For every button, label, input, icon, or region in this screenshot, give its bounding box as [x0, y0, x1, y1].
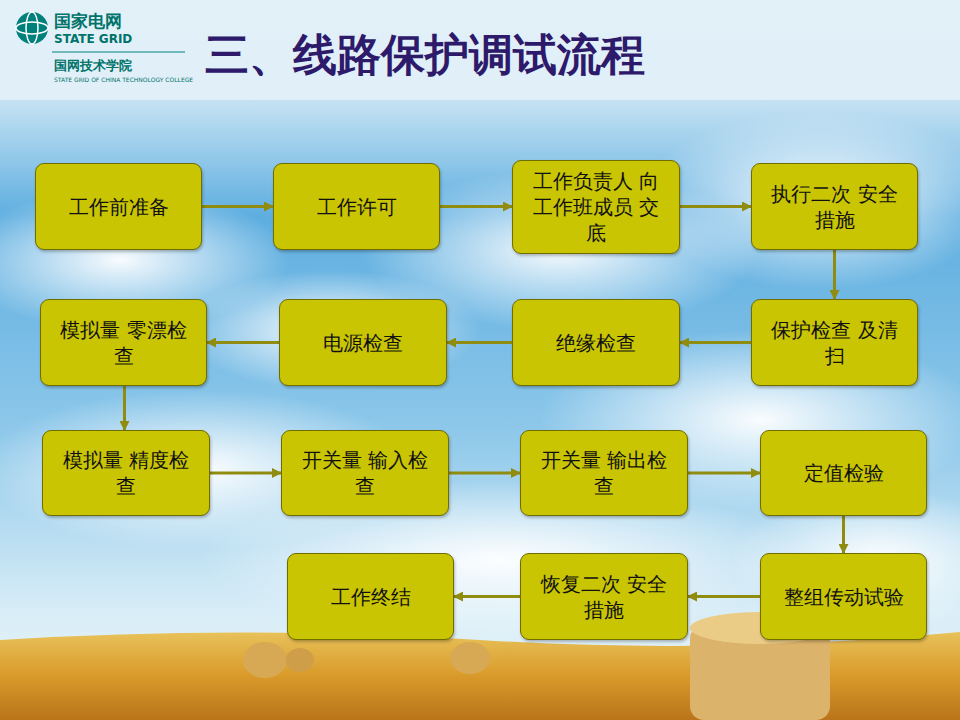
- process-box: 保护检查 及清扫: [751, 299, 918, 386]
- box-text: 执行二次 安全措施: [765, 181, 905, 233]
- box-text: 电源检查: [323, 330, 403, 356]
- process-box: 模拟量 零漂检查: [40, 299, 207, 386]
- box-text: 绝缘检查: [556, 330, 636, 356]
- flow-arrow: [207, 341, 279, 344]
- process-box-content: 开关量 输出检查: [534, 447, 674, 499]
- process-box-content: 定值检验: [804, 460, 884, 486]
- box-text: 定值检验: [804, 460, 884, 486]
- process-box: 工作负责人 向工作班成员 交底: [512, 160, 680, 254]
- process-box-content: 电源检查: [323, 330, 403, 356]
- process-box-content: 执行二次 安全措施: [765, 181, 905, 233]
- flow-arrow: [202, 205, 273, 208]
- process-box: 开关量 输出检查: [520, 430, 688, 516]
- process-box: 绝缘检查: [512, 299, 680, 386]
- flow-arrow: [680, 341, 751, 344]
- process-box-content: 保护检查 及清扫: [765, 317, 905, 369]
- flow-arrow: [449, 472, 520, 475]
- logo-name-en: STATE GRID: [54, 32, 132, 46]
- flow-arrow: [123, 386, 126, 430]
- box-text: 工作终结: [331, 584, 411, 610]
- flow-arrow: [440, 205, 512, 208]
- box-text: 工作许可: [317, 194, 397, 220]
- process-box: 模拟量 精度检查: [42, 430, 210, 516]
- process-box: 工作许可: [273, 163, 440, 250]
- process-box-content: 恢复二次 安全措施: [534, 571, 674, 623]
- slide-title: 三、线路保护调试流程: [205, 26, 645, 85]
- process-box-content: 模拟量 精度检查: [56, 447, 196, 499]
- process-box-content: 绝缘检查: [556, 330, 636, 356]
- box-text: 模拟量 精度检查: [56, 447, 196, 499]
- logo-name: 国家电网: [54, 10, 122, 33]
- process-box: 执行二次 安全措施: [751, 163, 918, 250]
- box-text: 开关量 输出检查: [534, 447, 674, 499]
- box-text: 开关量 输入检查: [295, 447, 435, 499]
- box-text: 保护检查 及清扫: [765, 317, 905, 369]
- process-box: 工作终结: [287, 553, 454, 640]
- flow-arrow: [447, 341, 512, 344]
- process-box-content: 模拟量 零漂检查: [54, 317, 194, 369]
- college-name: 国网技术学院: [54, 57, 132, 75]
- flow-arrow: [688, 472, 760, 475]
- box-text: 模拟量 零漂检查: [54, 317, 194, 369]
- process-box: 定值检验: [760, 430, 927, 516]
- flow-arrow: [454, 595, 520, 598]
- flow-arrow: [210, 472, 281, 475]
- process-box: 恢复二次 安全措施: [520, 553, 688, 640]
- box-text: 整组传动试验: [784, 584, 904, 610]
- flow-arrow: [680, 205, 751, 208]
- process-box: 电源检查: [279, 299, 447, 386]
- box-text: 恢复二次 安全措施: [534, 571, 674, 623]
- flow-arrow: [688, 595, 760, 598]
- flow-arrow: [842, 516, 845, 553]
- process-box-content: 工作许可: [317, 194, 397, 220]
- header-band: [0, 0, 960, 100]
- box-text: 工作负责人 向工作班成员 交底: [526, 168, 666, 246]
- box-text: 工作前准备: [69, 194, 169, 220]
- process-box-content: 整组传动试验: [784, 584, 904, 610]
- process-box-content: 工作前准备: [69, 194, 169, 220]
- process-box: 工作前准备: [35, 163, 202, 250]
- process-box: 整组传动试验: [760, 553, 927, 640]
- process-box-content: 工作终结: [331, 584, 411, 610]
- process-box: 开关量 输入检查: [281, 430, 449, 516]
- clouds: [0, 110, 960, 640]
- college-name-en: STATE GRID OF CHINA TECHNOLOGY COLLEGE: [54, 76, 193, 83]
- process-box-content: 开关量 输入检查: [295, 447, 435, 499]
- flow-arrow: [833, 250, 836, 299]
- process-box-content: 工作负责人 向工作班成员 交底: [526, 168, 666, 246]
